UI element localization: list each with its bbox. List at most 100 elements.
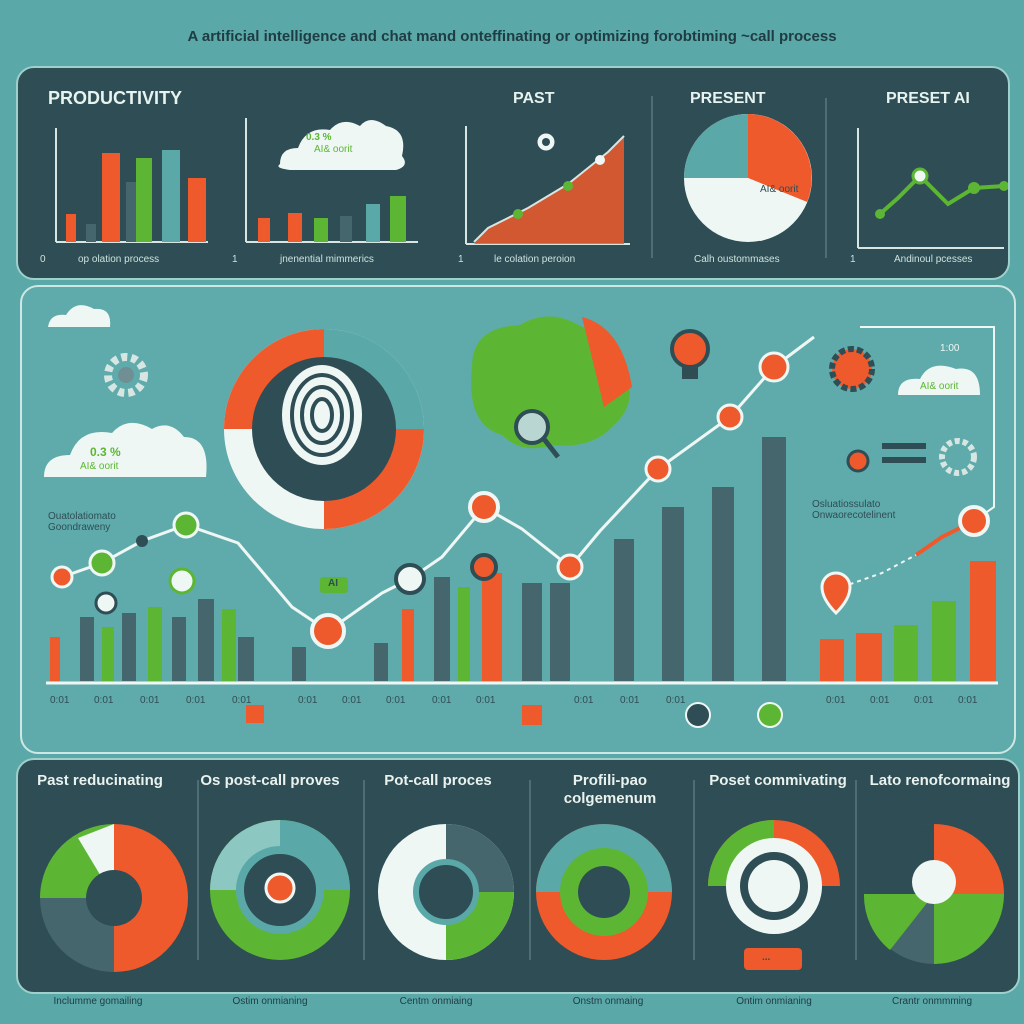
bar	[80, 617, 94, 681]
marker-dot	[542, 138, 550, 146]
bar	[148, 607, 162, 681]
node-icon	[846, 449, 870, 473]
ai-badge	[320, 577, 348, 593]
donut-chart	[708, 820, 840, 970]
fingerprint-ring	[310, 397, 334, 433]
donut-slice	[934, 894, 1004, 964]
cloud	[44, 422, 207, 477]
fingerprint-ring	[290, 373, 354, 457]
bar	[126, 182, 136, 242]
tick-label: 0:01	[342, 695, 362, 706]
donut-slice	[863, 894, 934, 950]
bar	[458, 587, 470, 681]
marker	[94, 591, 118, 615]
bar	[122, 613, 136, 681]
marker	[310, 613, 346, 649]
bar	[314, 218, 328, 242]
tick-label: 0:01	[666, 695, 686, 706]
bar	[614, 539, 634, 681]
section-footer: Crantr onmmming	[891, 996, 973, 1007]
donut-hole	[748, 860, 800, 912]
pie-slice	[748, 114, 812, 202]
cloud-value: 0.3 %	[306, 132, 332, 143]
brain-highlight	[582, 317, 632, 407]
tick-label: 0:01	[50, 695, 70, 706]
bar	[136, 158, 152, 242]
tick-label: 0:01	[574, 695, 594, 706]
marker	[470, 553, 498, 581]
middle-illustration	[44, 305, 998, 728]
productivity-label: PRODUCTIVITY	[48, 88, 183, 108]
bar	[522, 583, 542, 681]
marker	[556, 553, 584, 581]
magnifier-handle	[542, 437, 560, 459]
cloud-sub: AI& oorit	[80, 461, 119, 472]
marker	[716, 403, 744, 431]
bar	[238, 637, 254, 681]
bar	[258, 218, 270, 242]
tick-label: 0:01	[432, 695, 452, 706]
equals-bar	[882, 443, 926, 449]
section-label: Os post-call proves	[200, 772, 340, 789]
bar	[222, 609, 236, 681]
donut-hole	[413, 859, 479, 925]
bar	[66, 214, 76, 242]
line-series	[878, 173, 1005, 216]
marker	[563, 181, 573, 191]
gear-icon	[829, 346, 875, 392]
gear-icon-center	[118, 367, 134, 383]
bar	[820, 639, 844, 681]
cloud	[898, 365, 980, 395]
tick-label: 0:01	[870, 695, 890, 706]
top-charts	[55, 96, 1008, 258]
bar	[102, 153, 120, 242]
section-footer: Ostim onmianing	[232, 996, 308, 1007]
bar	[662, 507, 684, 681]
trend-dash	[841, 554, 917, 588]
marker	[468, 491, 500, 523]
tick-label: 0:01	[186, 695, 206, 706]
left-note: Ouatolatiomato Goondraweny	[48, 511, 116, 533]
section-label: Past reducinating	[37, 772, 163, 789]
right-note: Osluatiossulato Onwaorecotelinent	[812, 499, 896, 521]
section-label: Profili-pao colgemenum	[563, 772, 657, 807]
tick-label: 0:01	[386, 695, 406, 706]
marker	[875, 209, 885, 219]
bar	[50, 637, 60, 681]
toggle-icon[interactable]	[757, 702, 783, 728]
pin-icon	[820, 571, 852, 616]
action-button[interactable]	[744, 948, 802, 970]
bar	[762, 437, 786, 681]
bar	[292, 647, 306, 681]
marker	[88, 549, 116, 577]
equals-bar	[882, 457, 926, 463]
pie-slice-label: AI& oorit	[760, 184, 799, 195]
donut-chart	[863, 824, 1004, 964]
bar-group	[50, 437, 996, 681]
cloud	[278, 120, 405, 170]
section-footer: Onstm onmaing	[572, 996, 644, 1007]
pie-slice	[748, 178, 807, 241]
tick-label: 0:01	[232, 695, 252, 706]
marker	[758, 351, 790, 383]
cloud	[48, 305, 111, 327]
section-footer: Ontim onmianing	[736, 996, 812, 1007]
marker	[172, 511, 200, 539]
marker	[50, 565, 74, 589]
bar	[366, 204, 380, 242]
pie-slice	[684, 114, 748, 178]
donut-hole	[578, 866, 630, 918]
chart1-x: 0	[40, 254, 46, 265]
marker	[513, 209, 523, 219]
section-footer: Inclumme gomailing	[53, 996, 143, 1007]
chart3-caption: le colation peroion	[494, 254, 576, 265]
tick-label: 0:01	[826, 695, 846, 706]
bar	[162, 150, 180, 242]
donut-chart	[210, 820, 350, 960]
bar	[198, 599, 214, 681]
toggle-icon[interactable]	[685, 702, 711, 728]
preset-ai-label: PRESET AI	[886, 90, 970, 107]
section-label: Poset commivating	[709, 772, 847, 789]
tick-label: 0:01	[620, 695, 640, 706]
bar	[894, 625, 918, 681]
